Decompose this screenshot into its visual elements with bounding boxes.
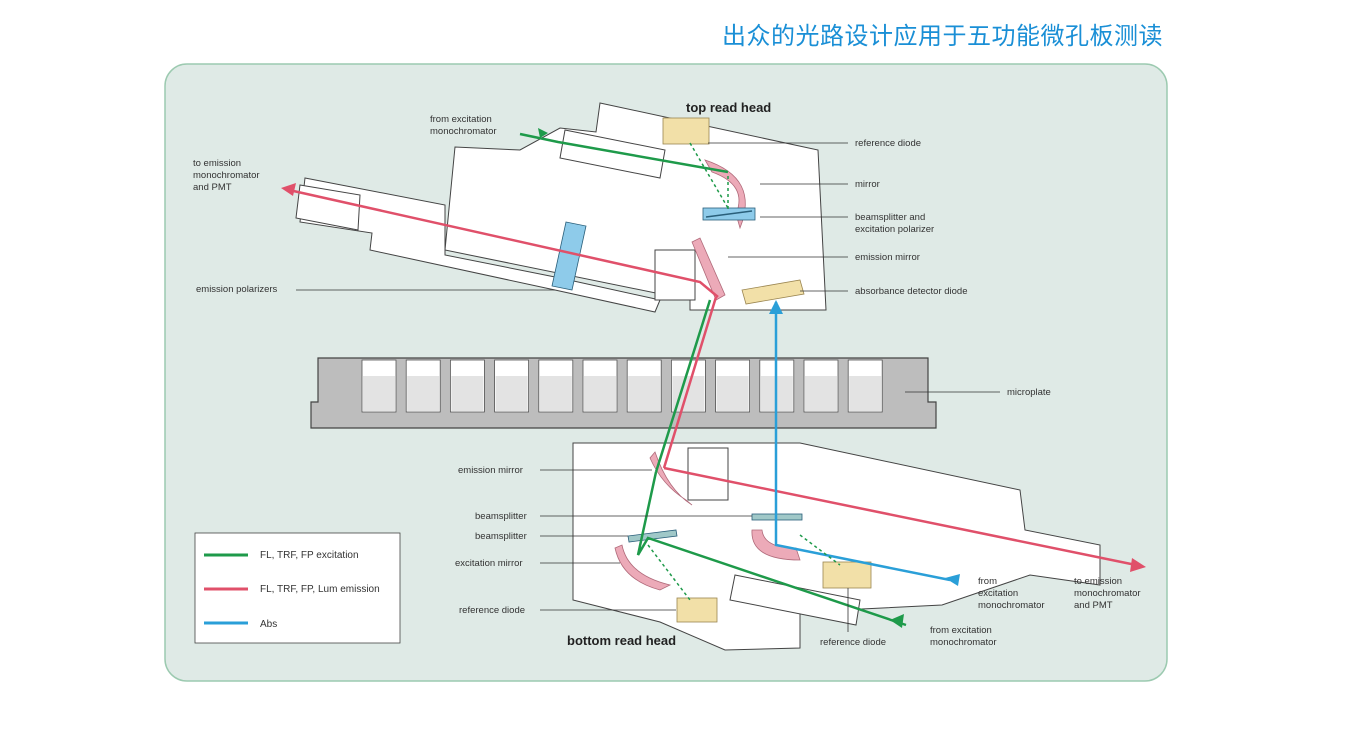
top-from-excitation-label-1: from excitation xyxy=(430,114,492,125)
bottom-from-excitation-label-1: from excitation xyxy=(930,625,992,636)
bottom-beamsplitter-2-label: beamsplitter xyxy=(475,531,527,542)
legend: FL, TRF, FP excitation FL, TRF, FP, Lum … xyxy=(204,550,380,630)
bottom-reference-diode-left-label: reference diode xyxy=(459,605,525,616)
bottom-from-excitation-abs-label-3: monochromator xyxy=(978,600,1045,611)
bottom-emission-mirror-label: emission mirror xyxy=(458,465,523,476)
top-excitation-beam xyxy=(519,132,729,174)
top-to-emission-label-1: to emission xyxy=(193,158,241,169)
bottom-head-title: bottom read head xyxy=(567,633,676,648)
bottom-to-emission-label-3: and PMT xyxy=(1074,600,1113,611)
well-liquid xyxy=(628,376,661,411)
top-emission-arrowhead xyxy=(281,183,296,196)
top-to-emission-label-2: monochromator xyxy=(193,170,260,181)
bottom-excitation-beam xyxy=(636,471,907,627)
bottom-reference-diode-right-label: reference diode xyxy=(820,637,886,648)
top-beamsplitter-label-1: beamsplitter and xyxy=(855,212,925,223)
emission-polarizer xyxy=(551,221,587,291)
emission-polarizers-label: emission polarizers xyxy=(196,284,278,295)
well-liquid xyxy=(805,376,837,411)
top-beamsplitter-label-2: excitation polarizer xyxy=(855,224,934,235)
well-liquid xyxy=(584,376,616,411)
bottom-to-emission-label-2: monochromator xyxy=(1074,588,1141,599)
microplate xyxy=(310,357,937,429)
top-emission-mirror-label: emission mirror xyxy=(855,252,920,263)
top-mirror xyxy=(704,159,746,230)
legend-label-abs: Abs xyxy=(260,619,277,630)
well-liquid xyxy=(539,376,572,411)
legend-label-emission: FL, TRF, FP, Lum emission xyxy=(260,584,380,595)
well-liquid xyxy=(495,376,528,411)
bottom-excitation-arrowhead xyxy=(890,614,904,628)
absorbance-detector-diode xyxy=(741,279,805,305)
bottom-beamsplitter-1-label: beamsplitter xyxy=(475,511,527,522)
bottom-abs-mirror xyxy=(751,529,801,561)
top-to-emission-label-3: and PMT xyxy=(193,182,232,193)
bottom-from-excitation-label-2: monochromator xyxy=(930,637,997,648)
top-absorbance-diode-label: absorbance detector diode xyxy=(855,286,968,297)
abs-input-arrowhead xyxy=(945,574,960,586)
page-title: 出众的光路设计应用于五功能微孔板测读 xyxy=(722,22,1163,50)
bottom-emission-arrowhead xyxy=(1130,558,1146,572)
top-head-title: top read head xyxy=(686,100,771,115)
bottom-excitation-mirror-label: excitation mirror xyxy=(455,558,523,569)
top-emission-beam xyxy=(288,188,719,298)
top-reference-diode-label: reference diode xyxy=(855,138,921,149)
bottom-excitation-mirror xyxy=(614,544,672,591)
bottom-emission-beam xyxy=(663,466,1137,567)
bottom-reference-diode-left xyxy=(676,597,718,623)
well-liquid xyxy=(451,376,484,411)
top-from-excitation-label-2: monochromator xyxy=(430,126,497,137)
abs-arrowhead xyxy=(769,300,783,314)
well-liquid xyxy=(407,376,440,411)
top-emission-mirror xyxy=(691,237,726,301)
top-excitation-arrowhead xyxy=(538,128,548,138)
well-liquid xyxy=(849,376,882,411)
legend-label-excitation: FL, TRF, FP excitation xyxy=(260,550,359,561)
top-mirror-label: mirror xyxy=(855,179,880,190)
bottom-reference-diode-right xyxy=(822,561,872,589)
microplate-label: microplate xyxy=(1007,387,1051,398)
well-liquid xyxy=(363,376,395,411)
bottom-from-excitation-abs-label-2: excitation xyxy=(978,588,1018,599)
top-reference-diode xyxy=(662,117,710,145)
well-liquid xyxy=(716,376,749,411)
bottom-to-emission-label-1: to emission xyxy=(1074,576,1122,587)
bottom-from-excitation-abs-label-1: from xyxy=(978,576,997,587)
abs-beam xyxy=(774,302,951,582)
